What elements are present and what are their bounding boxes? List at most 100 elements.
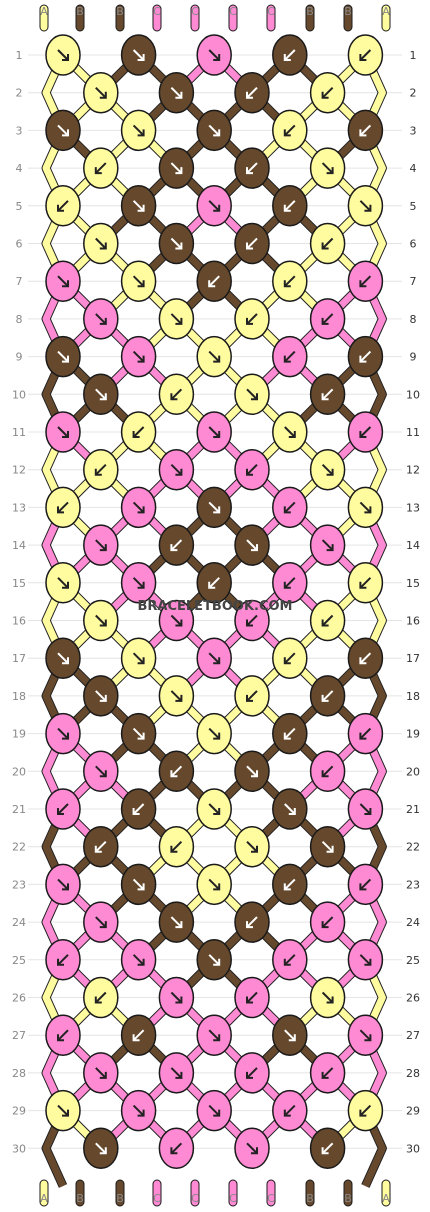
arrow-icon: [284, 878, 296, 891]
knot: [158, 675, 195, 717]
knot: [196, 788, 232, 830]
arrow-icon: [359, 878, 372, 891]
arrow-head-icon: [137, 280, 145, 288]
arrow-head-icon: [213, 958, 221, 966]
knot: [45, 486, 81, 529]
arrow-icon: [132, 1104, 145, 1117]
knot: [234, 448, 270, 491]
knot: [309, 147, 346, 189]
knot: [309, 298, 346, 340]
arrow-head-icon: [132, 431, 140, 438]
arrow-icon: [208, 350, 220, 363]
knot: [158, 750, 195, 793]
arrow-icon: [359, 275, 372, 287]
arrow-icon: [284, 501, 296, 514]
knot: [309, 750, 346, 793]
knot: [347, 562, 384, 604]
knot: [234, 825, 270, 868]
arrow-head-icon: [57, 958, 64, 966]
row-number-right: 1: [410, 49, 417, 62]
arrow-icon: [246, 991, 258, 1004]
knot: [120, 411, 157, 453]
knot: [309, 373, 346, 416]
arrow-icon: [208, 49, 220, 61]
arrow-icon: [359, 200, 372, 212]
arrow-head-icon: [175, 921, 183, 929]
arrow-icon: [208, 577, 220, 589]
arrow-icon: [246, 237, 258, 250]
knot: [347, 712, 384, 755]
arrow-head-icon: [283, 1109, 291, 1117]
row-number-right: 18: [406, 690, 420, 703]
knot: [158, 298, 195, 340]
knot: [83, 599, 119, 642]
arrow-icon: [284, 1104, 296, 1117]
knot: [272, 185, 308, 227]
arrow-icon: [170, 916, 183, 928]
row-number-right: 21: [406, 803, 420, 816]
knot: [309, 1052, 346, 1094]
knot: [196, 411, 232, 453]
knot: [83, 750, 119, 793]
arrow-head-icon: [321, 393, 329, 401]
arrow-icon: [170, 765, 183, 778]
arrow-icon: [170, 840, 183, 853]
arrow-head-icon: [283, 54, 291, 61]
arrow-icon: [284, 49, 296, 61]
row-number-left: 16: [12, 615, 26, 628]
arrow-icon: [170, 86, 183, 99]
arrow-icon: [208, 652, 220, 664]
arrow-head-icon: [57, 808, 64, 815]
row-number-left: 3: [16, 124, 23, 137]
arrow-head-icon: [175, 91, 183, 99]
bottom-string-letter: B: [76, 1192, 84, 1205]
knot: [347, 260, 384, 302]
top-string-stub: [343, 4, 353, 32]
arrow-icon: [321, 388, 334, 401]
row-number-right: 26: [406, 992, 420, 1005]
arrow-head-icon: [364, 506, 372, 514]
arrow-head-icon: [99, 1071, 107, 1079]
arrow-head-icon: [326, 845, 334, 853]
row-number-right: 30: [406, 1142, 420, 1155]
row-number-right: 10: [406, 388, 420, 401]
arrow-head-icon: [94, 167, 102, 175]
knot: [45, 562, 81, 604]
knot: [309, 1127, 346, 1170]
arrow-head-icon: [94, 996, 102, 1004]
row-number-right: 16: [406, 615, 420, 628]
knot: [158, 1052, 195, 1094]
row-number-left: 18: [12, 690, 26, 703]
arrow-head-icon: [213, 808, 221, 815]
arrow-head-icon: [213, 883, 221, 891]
arrow-head-icon: [213, 732, 221, 740]
arrow-icon: [208, 954, 220, 966]
top-string-letter: B: [76, 5, 84, 18]
arrow-head-icon: [321, 1071, 329, 1079]
row-number-left: 20: [12, 765, 26, 778]
arrow-icon: [284, 1029, 296, 1041]
arrow-icon: [57, 878, 69, 891]
knot: [158, 825, 195, 868]
row-number-left: 4: [16, 162, 23, 175]
arrow-icon: [95, 765, 107, 778]
arrow-icon: [208, 124, 220, 137]
bottom-string-stub: [115, 1179, 125, 1207]
knot: [120, 939, 157, 981]
arrow-icon: [246, 840, 258, 853]
knot: [309, 71, 346, 114]
row-number-left: 29: [12, 1105, 26, 1118]
knot: [45, 1014, 81, 1056]
row-number-left: 17: [12, 652, 26, 665]
arrow-head-icon: [326, 996, 334, 1004]
knot: [272, 637, 308, 679]
row-number-right: 22: [406, 841, 420, 854]
knot: [45, 939, 81, 981]
knot: [158, 1127, 195, 1170]
arrow-head-icon: [137, 732, 145, 740]
arrow-head-icon: [170, 393, 178, 401]
knot: [45, 411, 81, 453]
knot: [45, 109, 81, 152]
